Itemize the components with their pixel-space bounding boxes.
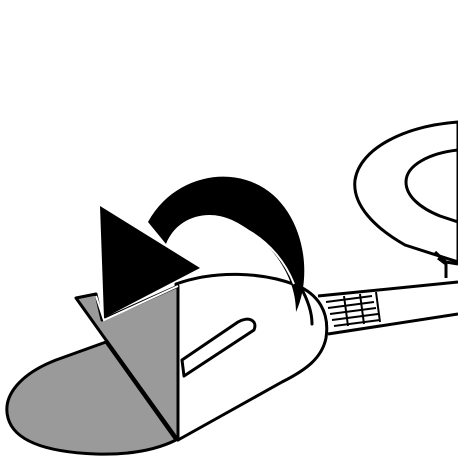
strip-fold-edge bbox=[437, 256, 448, 278]
liner-flap-top-edge bbox=[95, 285, 179, 322]
strip-top-edge bbox=[317, 280, 458, 298]
far-pad-shape bbox=[353, 120, 458, 264]
far-pad bbox=[353, 120, 458, 266]
arrow-head bbox=[100, 206, 200, 318]
far-pad-slot bbox=[404, 148, 458, 224]
strip-bottom-edge bbox=[327, 312, 458, 336]
connector-strip bbox=[317, 256, 458, 336]
peeled-liner bbox=[5, 284, 180, 456]
arrow-highlight bbox=[201, 219, 295, 285]
liner-lower bbox=[5, 340, 178, 456]
main-pad-outline bbox=[174, 272, 329, 442]
strip-body bbox=[318, 282, 458, 334]
main-pad bbox=[174, 272, 329, 442]
curved-arrow-icon bbox=[100, 176, 305, 318]
far-pad-lower-edge bbox=[433, 250, 458, 266]
main-pad-slot bbox=[180, 317, 257, 378]
arrow-shaft bbox=[148, 176, 305, 312]
strip-hatching bbox=[325, 291, 381, 327]
liner-fold-line bbox=[104, 339, 180, 441]
